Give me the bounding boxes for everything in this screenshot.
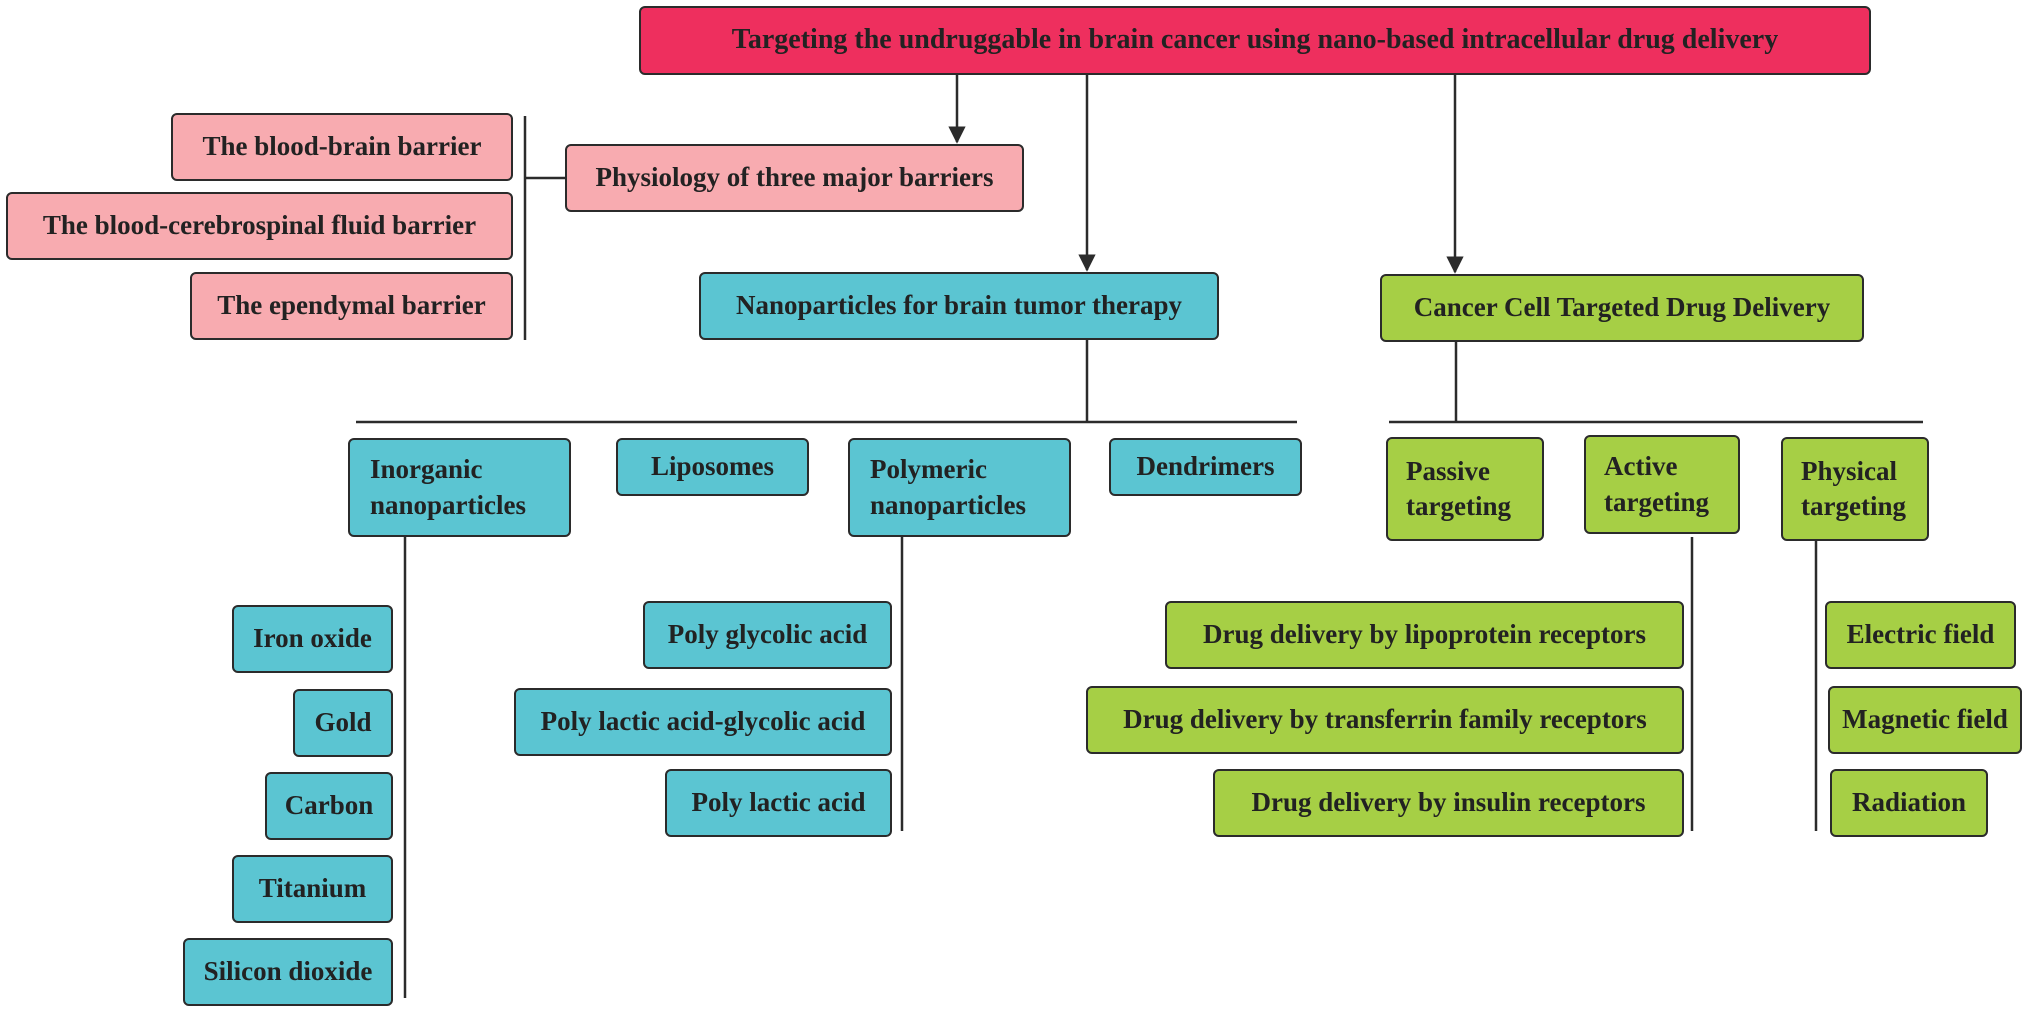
physical-item-magnetic-field: Magnetic field — [1828, 686, 2022, 754]
barriers-node: Physiology of three major barriers — [565, 144, 1024, 212]
targeting-node: Cancer Cell Targeted Drug Delivery — [1380, 274, 1864, 342]
physical-item-radiation: Radiation — [1830, 769, 1988, 837]
physical-targeting-node: Physical targeting — [1781, 437, 1929, 541]
inorganic-item-titanium: Titanium — [232, 855, 393, 923]
active-item-insulin: Drug delivery by insulin receptors — [1213, 769, 1684, 837]
passive-targeting-node: Passive targeting — [1386, 437, 1544, 541]
barrier-item-blood-csf: The blood-cerebrospinal fluid barrier — [6, 192, 513, 260]
liposomes-node: Liposomes — [616, 438, 809, 496]
barrier-item-blood-brain: The blood-brain barrier — [171, 113, 513, 181]
polymeric-item-pga: Poly glycolic acid — [643, 601, 892, 669]
barrier-item-ependymal: The ependymal barrier — [190, 272, 513, 340]
polymeric-nanoparticles-node: Polymeric nanoparticles — [848, 438, 1071, 537]
diagram-title: Targeting the undruggable in brain cance… — [639, 6, 1871, 75]
active-item-transferrin: Drug delivery by transferrin family rece… — [1086, 686, 1684, 754]
inorganic-nanoparticles-node: Inorganic nanoparticles — [348, 438, 571, 537]
inorganic-item-carbon: Carbon — [265, 772, 393, 840]
inorganic-item-gold: Gold — [293, 689, 393, 757]
inorganic-item-silicon-dioxide: Silicon dioxide — [183, 938, 393, 1006]
dendrimers-node: Dendrimers — [1109, 438, 1302, 496]
nanoparticles-node: Nanoparticles for brain tumor therapy — [699, 272, 1219, 340]
polymeric-item-plga: Poly lactic acid-glycolic acid — [514, 688, 892, 756]
active-item-lipoprotein: Drug delivery by lipoprotein receptors — [1165, 601, 1684, 669]
active-targeting-node: Active targeting — [1584, 435, 1740, 534]
polymeric-item-pla: Poly lactic acid — [665, 769, 892, 837]
inorganic-item-iron-oxide: Iron oxide — [232, 605, 393, 673]
physical-item-electric-field: Electric field — [1825, 601, 2016, 669]
